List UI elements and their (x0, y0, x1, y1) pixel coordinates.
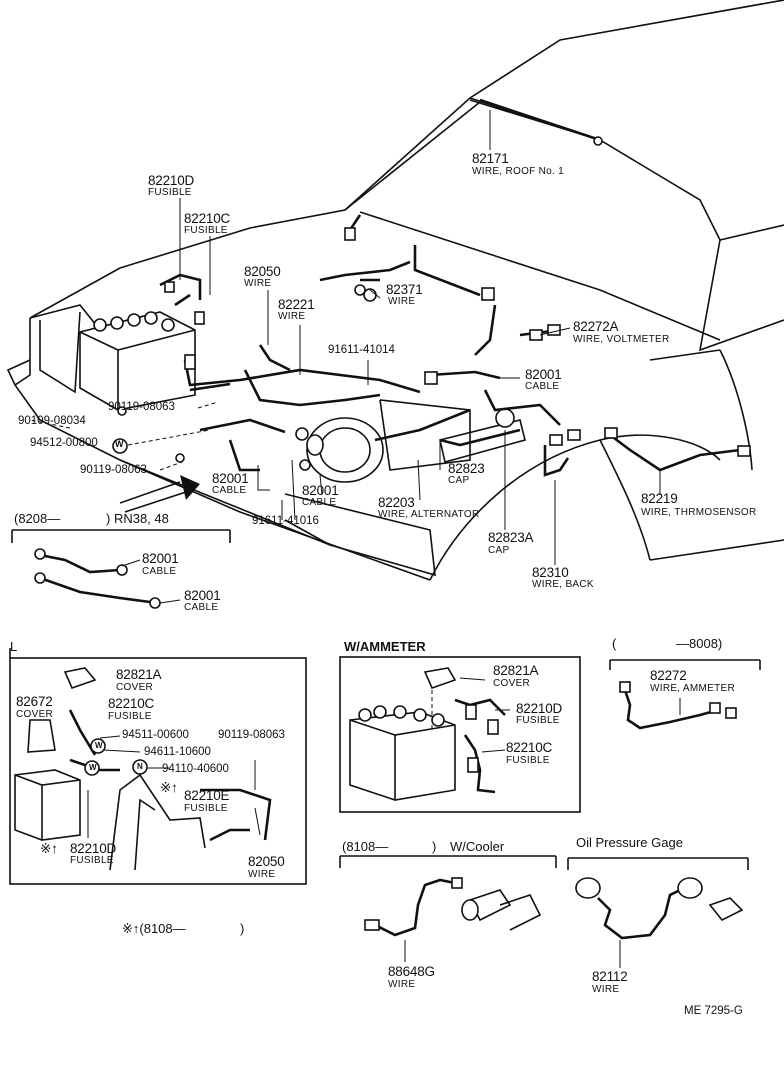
part-number: 82001 (525, 367, 562, 382)
part-description: WIRE, VOLTMETER (573, 334, 670, 345)
footnote-open: ※↑(8108— (122, 921, 186, 936)
circle-mark: N (137, 762, 143, 771)
part-number: 82221 (278, 297, 315, 312)
panel-oil-title: Oil Pressure Gage (576, 835, 683, 850)
panel-ammeter-drawing (339, 656, 581, 813)
part-description: COVER (116, 682, 154, 693)
part-number: 82210C (506, 740, 553, 755)
part-description: FUSIBLE (108, 711, 152, 722)
washer-mark: W (115, 439, 124, 449)
part-description: CABLE (142, 566, 177, 577)
part-number: 82219 (641, 491, 678, 506)
panel-cooler-open: (8108— (342, 839, 389, 854)
part-description: CABLE (184, 602, 219, 613)
part-number: 91611-41016 (252, 515, 319, 527)
part-description: CAP (448, 475, 470, 486)
part-number: 82823A (488, 530, 534, 545)
mark-prefix: ※↑ (160, 780, 178, 795)
range-note-close: ) RN38, 48 (106, 511, 169, 526)
panel-cooler-title: W/Cooler (450, 839, 505, 854)
part-description: CABLE (525, 381, 560, 392)
panel-8008-open: ( (612, 636, 617, 651)
part-number: 82001 (184, 588, 221, 603)
part-description: COVER (16, 709, 54, 720)
part-number: 82210D (148, 173, 195, 188)
part-number: 90119-08063 (80, 464, 147, 476)
part-description: FUSIBLE (70, 855, 114, 866)
part-number: 82210D (516, 701, 563, 716)
part-number: 82272A (573, 319, 619, 334)
panel-8008-drawing (609, 659, 761, 730)
part-description: CAP (488, 545, 510, 556)
part-description: COVER (493, 678, 531, 689)
car-body-outline (6, 0, 784, 609)
circle-mark: W (95, 741, 103, 750)
part-number: 82272 (650, 668, 687, 683)
part-number: 82821A (116, 667, 162, 682)
part-number: 82821A (493, 663, 539, 678)
part-number: 82210D (70, 841, 117, 856)
part-description: WIRE (388, 296, 416, 307)
part-description: WIRE, ROOF No. 1 (472, 166, 565, 177)
panel-oil-drawing (567, 857, 749, 968)
part-number: 82001 (142, 551, 179, 566)
part-number: 90119-08063 (108, 401, 175, 413)
part-number: 90119-08063 (218, 729, 285, 741)
part-number: 82672 (16, 694, 53, 709)
part-number: 82310 (532, 565, 569, 580)
part-number: 82001 (302, 483, 339, 498)
part-number: 90109-08034 (18, 415, 86, 427)
part-number: 82171 (472, 151, 509, 166)
panel-ammeter-title: W/AMMETER (344, 639, 426, 654)
part-description: WIRE, ALTERNATOR (378, 509, 480, 520)
part-description: CABLE (212, 485, 247, 496)
panel-l-drawing (9, 648, 307, 885)
part-number: 82050 (244, 264, 281, 279)
panel-8008-close: —8008) (676, 636, 723, 651)
panel-l-title: L (10, 639, 18, 654)
part-number: 82823 (448, 461, 485, 476)
part-number: 88648G (388, 964, 435, 979)
part-number: 94511-00600 (122, 729, 189, 741)
part-number: 82001 (212, 471, 249, 486)
figure-code: ME 7295-G (684, 1005, 743, 1017)
part-description: WIRE (388, 979, 416, 990)
part-description: WIRE (278, 311, 306, 322)
circle-mark: W (89, 763, 97, 772)
part-number: 94512-00800 (30, 437, 98, 449)
part-number: 94611-10600 (144, 746, 211, 758)
part-description: WIRE (244, 278, 272, 289)
part-description: WIRE (592, 984, 620, 995)
footnote-close: ) (240, 921, 245, 936)
part-number: 91611-41014 (328, 344, 395, 356)
part-description: WIRE, AMMETER (650, 683, 736, 694)
part-number: 82112 (592, 969, 628, 984)
mark-prefix: ※↑ (40, 841, 58, 856)
part-number: 82203 (378, 495, 415, 510)
part-description: CABLE (302, 497, 337, 508)
part-description: WIRE, BACK (532, 579, 594, 590)
part-number: 82050 (248, 854, 285, 869)
part-description: FUSIBLE (184, 225, 228, 236)
part-number: 82210E (184, 788, 230, 803)
panel-cooler-drawing (339, 855, 557, 962)
part-description: FUSIBLE (148, 187, 192, 198)
part-description: FUSIBLE (516, 715, 560, 726)
panel-cooler-close: ) (432, 839, 437, 854)
part-description: FUSIBLE (506, 755, 550, 766)
part-description: WIRE (248, 869, 276, 880)
part-description: WIRE, THRMOSENSOR (641, 507, 757, 518)
part-number: 82210C (184, 211, 231, 226)
part-number: 82210C (108, 696, 155, 711)
range-note-open: (8208— (14, 511, 61, 526)
part-description: FUSIBLE (184, 803, 228, 814)
part-number: 82371 (386, 282, 423, 297)
part-number: 94110-40600 (162, 763, 229, 775)
